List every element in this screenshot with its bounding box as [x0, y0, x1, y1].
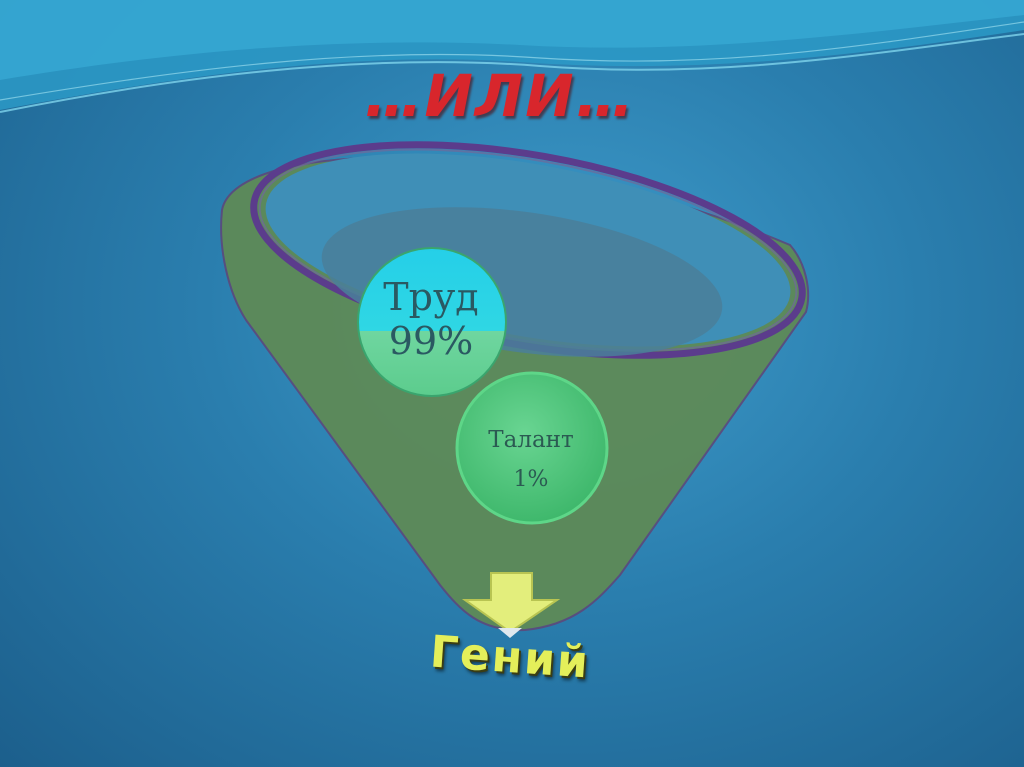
trud-percent: 99% [388, 319, 474, 363]
funnel [220, 141, 810, 632]
page-title: …ИЛИ… [364, 62, 636, 130]
trud-name: Труд [383, 275, 479, 319]
down-arrow-icon [461, 572, 561, 638]
trud-bubble [357, 247, 507, 397]
talant-label: Талант 1% [456, 420, 606, 500]
talant-name: Талант [488, 427, 574, 453]
header-waves [0, 0, 1024, 113]
trud-label: Труд 99% [356, 275, 506, 363]
talant-percent: 1% [513, 467, 549, 492]
talant-bubble [455, 371, 609, 525]
